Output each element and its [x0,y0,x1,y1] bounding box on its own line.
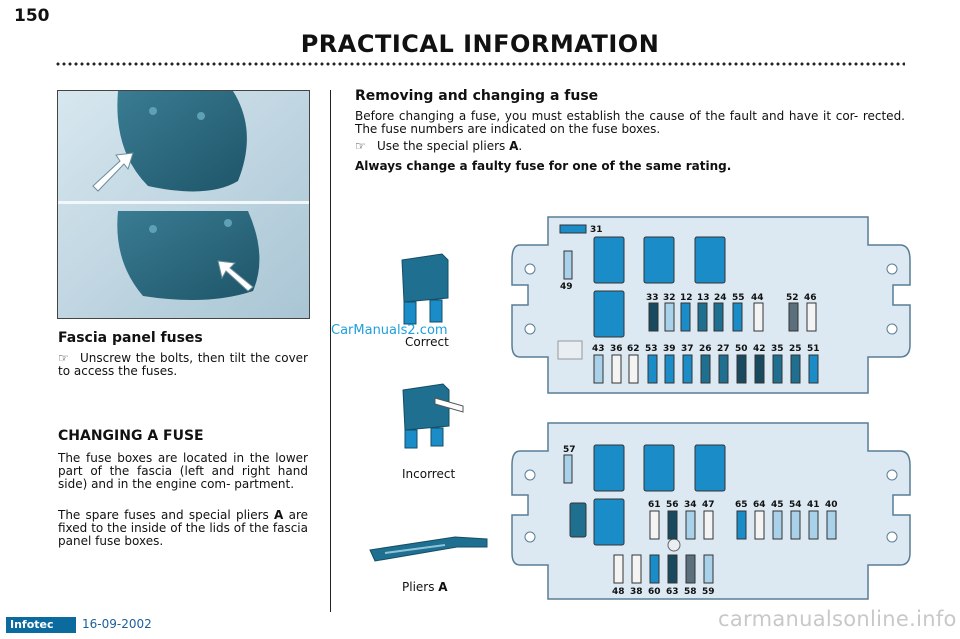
fuse-label: 50 [735,344,748,354]
fuse-label: 32 [663,293,676,303]
fascia-step: ☞Unscrew the bolts, then tilt the cover … [58,352,308,378]
fuse-label: 43 [592,344,605,354]
fuse-label: 36 [610,344,623,354]
fuse-label: 42 [753,344,766,354]
fusebox-top-lower-fuses [593,354,819,384]
incorrect-caption: Incorrect [402,467,456,481]
removing-step-end: . [518,139,523,153]
pliers-caption-letter: A [438,580,448,594]
fuse-label: 44 [751,293,764,303]
fuse-label: 45 [771,500,784,510]
fuse-label: 52 [786,293,799,303]
fuse-label: 56 [666,500,679,510]
fuse-label: 61 [648,500,661,510]
changing-p2-text: The spare fuses and special pliers [58,508,275,522]
hand-pointer-icon: ☞ [58,351,69,365]
fuse-label: 39 [663,344,676,354]
fuse-label: 37 [681,344,694,354]
fuse-label: 59 [702,587,715,597]
fuse-label: 41 [807,500,820,510]
column-divider [330,90,331,612]
watermark: CarManuals2.com [331,323,448,338]
fuse-label: 26 [699,344,712,354]
fuse-label: 46 [804,293,817,303]
fascia-panel-photo [57,90,310,319]
correct-caption: Correct [405,335,449,349]
dotted-rule [55,62,905,66]
fuse-label: 55 [732,293,745,303]
fuse-label: 31 [590,225,603,235]
fuse-label: 34 [684,500,697,510]
fuse-label: 47 [702,500,715,510]
fuse-label: 24 [714,293,727,303]
removing-para: Before changing a fuse, you must establi… [355,109,905,136]
fascia-heading: Fascia panel fuses [58,330,203,346]
fuse-label: 49 [560,282,573,292]
fuse-label: 27 [717,344,730,354]
page-title: PRACTICAL INFORMATION [300,30,660,58]
fuse-label: 25 [789,344,802,354]
fusebox-bottom-lower-fuses [613,554,714,584]
fusebox-top-row-fuses [648,302,817,332]
fuse-label: 57 [563,445,576,455]
changing-heading: CHANGING A FUSE [58,428,204,444]
pliers-illustration [369,536,488,562]
fuse-label: 58 [684,587,697,597]
fascia-step-text: Unscrew the bolts, then tilt the cover t… [58,351,308,378]
fuse-label: 54 [789,500,802,510]
warning-text: Always change a faulty fuse for one of t… [355,159,732,173]
fuse-label: 38 [630,587,643,597]
hand-pointer-icon: ☞ [355,139,366,153]
fuse-incorrect-illustration [402,383,464,449]
fuse-label: 64 [753,500,766,510]
changing-p1: The fuse boxes are located in the lower … [58,451,308,491]
fuse-label: 60 [648,587,661,597]
fuse-label: 62 [627,344,640,354]
fuse-label: 65 [735,500,748,510]
footer-site-watermark: carmanualsonline.info [718,607,957,631]
fuse-label: 51 [807,344,820,354]
fuse-label: 33 [646,293,659,303]
infotec-logo: Infotec [6,617,76,633]
fuse-label: 63 [666,587,679,597]
footer-date: 16-09-2002 [82,617,152,631]
fuse-correct-illustration [401,253,449,325]
pliers-caption: Pliers A [402,580,448,594]
fusebox-bottom-diagram: 57 61 56 34 47 65 64 45 54 41 40 48 38 6… [511,422,911,600]
pliers-letter: A [274,508,284,522]
fuse-label: 40 [825,500,838,510]
fuse-label: 12 [680,293,693,303]
fuse-label: 48 [612,587,625,597]
pliers-letter: A [509,139,519,153]
fuse-label: 35 [771,344,784,354]
removing-step: ☞ Use the special pliers A. [355,140,522,153]
removing-heading: Removing and changing a fuse [355,88,599,104]
pliers-caption-text: Pliers [402,580,439,594]
changing-p2-rest: are fixed to the inside of the lids of t… [58,508,308,548]
fuse-label: 53 [645,344,658,354]
removing-step-text: Use the special pliers [377,139,510,153]
fusebox-top-diagram: 31 49 33 32 12 13 24 55 44 52 46 43 36 6… [511,216,911,394]
changing-p2: The spare fuses and special pliers A are… [58,509,308,548]
fuse-label: 13 [697,293,710,303]
page-number: 150 [14,6,50,26]
fusebox-bottom-row-fuses [649,510,837,540]
